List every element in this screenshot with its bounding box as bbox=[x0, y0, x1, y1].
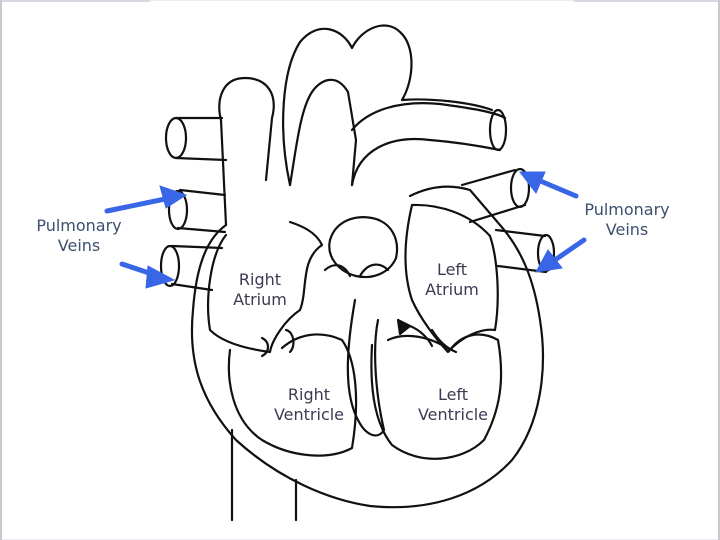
left-upper-pulmonary-vein bbox=[176, 188, 227, 234]
arrow-right-upper-line bbox=[535, 177, 579, 199]
label-text: Pulmonary bbox=[36, 216, 122, 235]
superior-vena-cava bbox=[218, 76, 275, 182]
inferior-vena-cava bbox=[230, 428, 298, 522]
heart-outer-wall bbox=[190, 185, 545, 509]
right-upper-pulmonary-vein bbox=[460, 168, 527, 224]
pulmonary-artery-opening bbox=[488, 108, 508, 152]
pulmonary-valve-left bbox=[323, 264, 352, 278]
label-text: Left bbox=[436, 260, 468, 279]
left-edge bbox=[0, 0, 2, 540]
label-left-ventricle: Left Ventricle bbox=[402, 385, 504, 425]
pulmonary-artery bbox=[350, 102, 507, 132]
right-lower-pulmonary-vein-opening bbox=[536, 233, 556, 273]
label-right-ventricle: Right Ventricle bbox=[258, 385, 360, 425]
label-text: Atrium bbox=[425, 280, 479, 299]
pulmonary-valve-right bbox=[358, 263, 390, 278]
left-lower-pulmonary-vein-opening bbox=[159, 244, 181, 288]
label-left-atrium: Left Atrium bbox=[412, 260, 492, 300]
label-text: Veins bbox=[605, 220, 649, 239]
arrow-right-lower-line bbox=[549, 237, 587, 265]
tricuspid-valve bbox=[260, 328, 295, 358]
left-upper-pulmonary-vein-opening bbox=[167, 189, 189, 231]
aortic-arch-inner bbox=[288, 78, 358, 187]
label-text: Right bbox=[287, 385, 331, 404]
left-pulmonary-artery-opening bbox=[164, 116, 188, 160]
label-right-atrium: Right Atrium bbox=[218, 270, 302, 310]
label-text: Pulmonary bbox=[584, 200, 670, 219]
top-edge-left bbox=[0, 0, 150, 2]
label-pulmonary-veins-right: Pulmonary Veins bbox=[572, 200, 682, 240]
arrow-right-lower-head bbox=[535, 249, 563, 273]
top-edge-right bbox=[574, 0, 720, 2]
arrow-left-lower-head bbox=[145, 265, 176, 289]
right-upper-pulmonary-vein-opening bbox=[509, 167, 531, 209]
left-lower-pulmonary-vein bbox=[170, 244, 224, 292]
label-text: Atrium bbox=[233, 290, 287, 309]
arrow-left-upper-head bbox=[159, 185, 188, 209]
label-text: Ventricle bbox=[273, 405, 345, 424]
left-atrium-chamber bbox=[404, 203, 499, 354]
label-text: Right bbox=[238, 270, 282, 289]
right-ventricle-chamber bbox=[227, 333, 358, 457]
arrow-right-upper-head bbox=[518, 171, 546, 194]
septal-notch bbox=[396, 318, 412, 336]
superior-vena-cava-inner bbox=[219, 118, 228, 227]
right-edge bbox=[718, 0, 720, 540]
right-atrium-chamber bbox=[207, 220, 324, 354]
label-text: Ventricle bbox=[417, 405, 489, 424]
aortic-valve-region bbox=[328, 216, 399, 279]
pulmonary-artery-trunk bbox=[350, 138, 502, 187]
arrow-left-upper-line bbox=[104, 195, 173, 214]
aortic-arch bbox=[282, 24, 494, 187]
mitral-valve bbox=[408, 324, 458, 354]
label-text: Veins bbox=[57, 236, 101, 255]
septum-outline-left bbox=[346, 298, 386, 437]
left-pulmonary-artery bbox=[174, 116, 228, 162]
label-pulmonary-veins-left: Pulmonary Veins bbox=[24, 216, 134, 256]
label-text: Left bbox=[437, 385, 469, 404]
